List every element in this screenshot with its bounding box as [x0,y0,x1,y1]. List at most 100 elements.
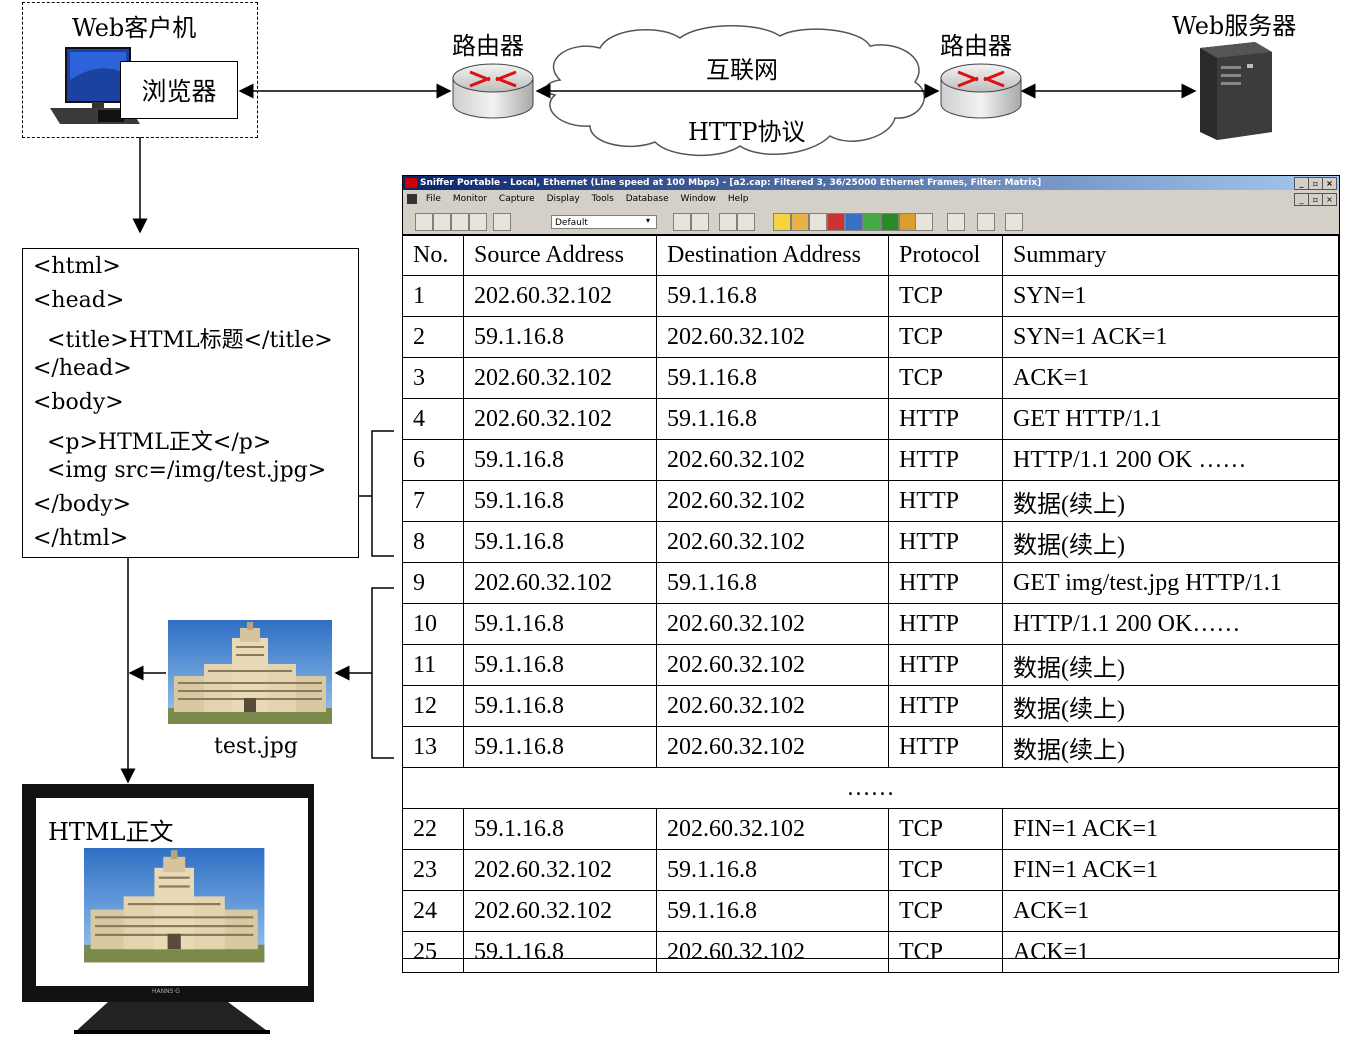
cell-no: 13 [402,726,464,768]
menu-help[interactable]: Help [727,194,749,204]
open-icon[interactable] [673,213,691,231]
global-statistics-icon[interactable] [881,213,899,231]
menu-capture[interactable]: Capture [498,194,535,204]
cell-summary: GET HTTP/1.1 [1002,398,1339,440]
code-line: <title>HTML标题</title> [33,328,333,353]
dashboard-icon[interactable] [773,213,791,231]
menu-window[interactable]: Window [680,194,717,204]
cell-source: 59.1.16.8 [463,480,657,522]
cell-source: 202.60.32.102 [463,562,657,604]
col-no[interactable]: No. [402,234,464,276]
close-button[interactable]: × [1322,177,1337,190]
cell-protocol: HTTP [888,480,1003,522]
code-line: </body> [33,492,132,517]
host-table-icon[interactable] [791,213,809,231]
cell-destination: 202.60.32.102 [656,480,889,522]
stop-icon[interactable] [451,213,469,231]
http-protocol-label: HTTP协议 [688,118,806,146]
col-destination[interactable]: Destination Address [656,234,889,276]
web-client-label: Web客户机 [72,14,197,42]
cell-destination: 59.1.16.8 [656,275,889,317]
cell-summary: 数据(续上) [1002,480,1339,522]
code-line: <html> [33,254,121,279]
html-source-box: <html> <head> <title>HTML标题</title> </he… [22,248,359,558]
menu-database[interactable]: Database [625,194,669,204]
pause-icon[interactable] [433,213,451,231]
cell-no: 7 [402,480,464,522]
matrix-icon[interactable] [809,213,827,231]
col-summary[interactable]: Summary [1002,234,1339,276]
expert-icon[interactable] [977,213,995,231]
save-icon[interactable] [691,213,709,231]
profile-select[interactable]: Default [551,215,657,229]
cell-source: 59.1.16.8 [463,439,657,481]
alert-icon[interactable] [915,213,933,231]
sniffer-app-icon [405,178,417,188]
cell-destination: 202.60.32.102 [656,521,889,563]
capture-view-icon[interactable] [469,213,487,231]
doc-restore-button[interactable]: ▫ [1308,193,1323,206]
cell-destination: 59.1.16.8 [656,562,889,604]
code-line: <body> [33,390,124,415]
cell-no: 9 [402,562,464,604]
browser-box: 浏览器 [120,61,238,119]
menu-display[interactable]: Display [546,194,580,204]
col-protocol[interactable]: Protocol [888,234,1003,276]
cell-source: 202.60.32.102 [463,357,657,399]
cell-source: 59.1.16.8 [463,931,657,973]
restore-button[interactable]: ▫ [1308,177,1323,190]
cell-summary: 数据(续上) [1002,644,1339,686]
doc-close-button[interactable]: × [1322,193,1337,206]
menu-tools[interactable]: Tools [591,194,614,204]
print-icon[interactable] [719,213,737,231]
cell-protocol: TCP [888,275,1003,317]
stop-monitor-icon[interactable] [1005,213,1023,231]
code-line: </html> [33,526,129,551]
router-left-icon [452,63,534,119]
cell-no: 22 [402,808,464,850]
application-response-icon[interactable] [827,213,845,231]
minimize-button[interactable]: _ [1294,177,1309,190]
history-samples-icon[interactable] [845,213,863,231]
cell-protocol: TCP [888,808,1003,850]
cell-destination: 202.60.32.102 [656,931,889,973]
cell-summary: 数据(续上) [1002,726,1339,768]
doc-minimize-button[interactable]: _ [1294,193,1309,206]
protocol-distribution-icon[interactable] [863,213,881,231]
tools-icon[interactable] [947,213,965,231]
image-caption: test.jpg [214,734,298,759]
cell-summary: 数据(续上) [1002,521,1339,563]
menu-monitor[interactable]: Monitor [452,194,488,204]
cell-protocol: HTTP [888,726,1003,768]
web-server-label: Web服务器 [1172,12,1297,40]
code-line: <head> [33,288,125,313]
define-filter-icon[interactable] [493,213,511,231]
chevron-down-icon[interactable]: ▾ [646,216,651,225]
cell-no: 25 [402,931,464,973]
col-source[interactable]: Source Address [463,234,657,276]
menu-file[interactable]: File [425,194,441,204]
sniffer-menubar: File Monitor Capture Display Tools Datab… [403,190,1339,209]
internet-label: 互联网 [706,56,778,84]
play-icon[interactable] [415,213,433,231]
table-header: No. Source Address Destination Address P… [402,234,1339,276]
print-preview-icon[interactable] [737,213,755,231]
cell-source: 59.1.16.8 [463,603,657,645]
server-icon [1200,42,1272,140]
